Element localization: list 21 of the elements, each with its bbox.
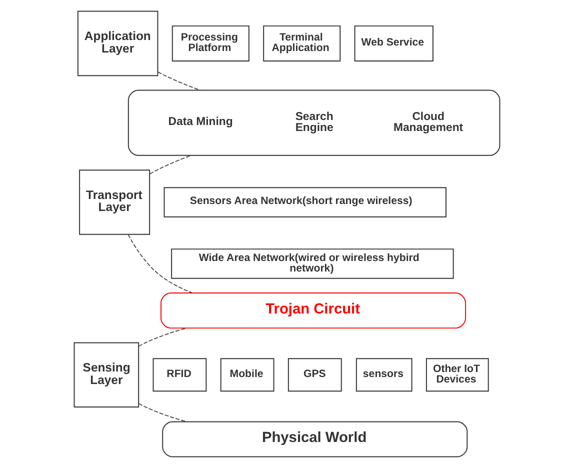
node-box: Processing Platform [172,25,250,62]
node-box: sensors [356,358,412,392]
node-box: Wide Area Network(wired or wireless hybird network) [171,248,454,279]
node-box: RFID [152,358,207,392]
connector [128,234,193,294]
connector [138,328,187,347]
node-box: Transport Layer [79,170,150,235]
node-box: Data Mining Search Engine Cloud Management [128,90,500,156]
node-box: Web Service [354,25,434,62]
node-box: Other IoT Devices [426,358,489,392]
node-box: Sensing Layer [74,342,140,408]
node-box: Terminal Application [263,25,341,62]
node-box: Mobile [220,358,274,392]
connector [138,403,187,422]
node-box: Sensors Area Network(short range wireless) [164,187,446,218]
connector [149,155,192,174]
node-box: GPS [288,358,342,392]
connector [157,72,200,91]
node-box: Application Layer [77,10,158,76]
node-box: Trojan Circuit [160,292,466,329]
node-box: Physical World [162,421,468,458]
